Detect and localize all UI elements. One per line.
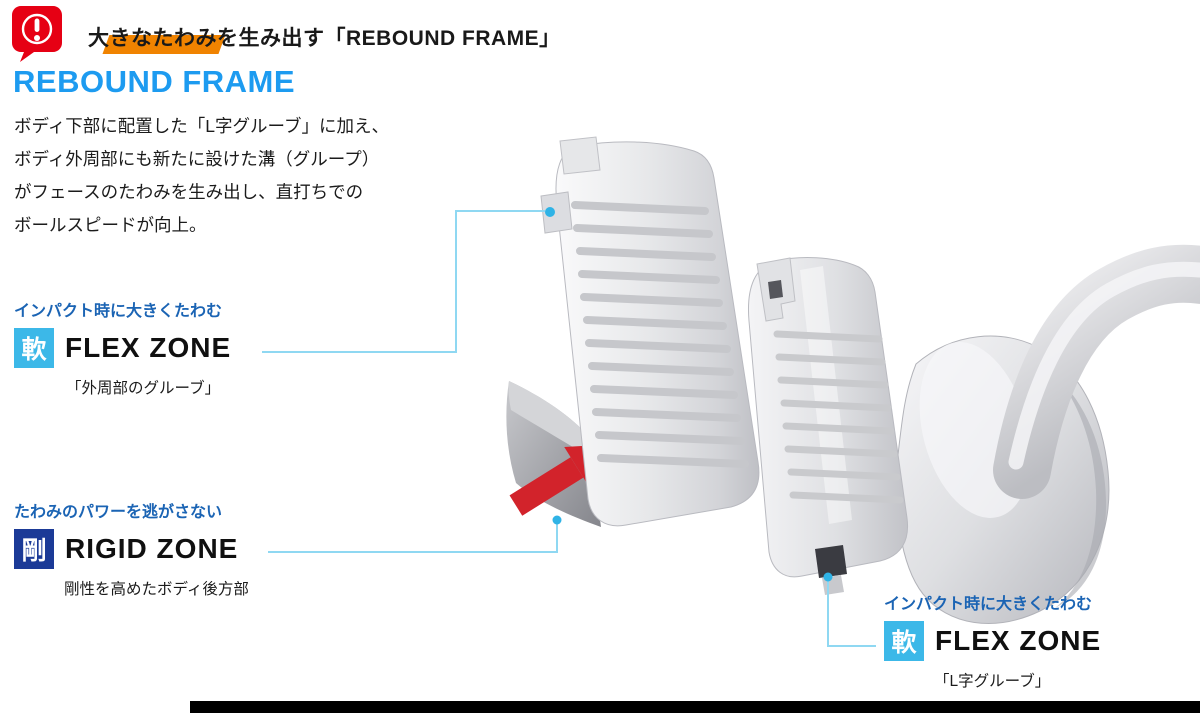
rigid-caption: 剛性を高めたボディ後方部: [64, 581, 249, 598]
outer-groove-marker: [545, 207, 555, 217]
flex-outer-row: 軟 FLEX ZONE: [14, 328, 231, 368]
connector-flex-outer: [262, 210, 545, 353]
connector-rigid: [268, 515, 562, 553]
flex-zone-badge: 軟: [884, 621, 924, 661]
page-title-pre: 大: [88, 27, 110, 50]
section-heading: REBOUND FRAME: [13, 64, 296, 99]
page-title: 大きなたわみを生み出す「REBOUND FRAME」: [88, 22, 561, 52]
flex-zone-title: FLEX ZONE: [935, 625, 1102, 656]
flex-l-row: 軟 FLEX ZONE: [884, 621, 1101, 661]
paragraph-line: ボディ下部に配置した「L字グルーブ」に加え、: [14, 116, 389, 136]
page-title-post: を生み出す「REBOUND FRAME」: [217, 27, 561, 50]
flex-zone-badge: 軟: [14, 328, 54, 368]
flex-l-lead: インパクト時に大きくたわむ: [884, 596, 1093, 613]
paragraph-line: がフェースのたわみを生み出し、直打ちでの: [14, 182, 364, 202]
connector-flex-l: [823, 572, 876, 647]
description-paragraph: ボディ下部に配置した「L字グルーブ」に加え、 ボディ外周部にも新たに設けた溝（グ…: [14, 110, 389, 242]
l-groove-slot: [815, 545, 847, 578]
paragraph-line: ボールスピードが向上。: [14, 215, 207, 235]
rigid-zone-title: RIGID ZONE: [65, 533, 239, 564]
rigid-zone-badge: 剛: [14, 529, 54, 569]
page-title-highlight: きなたわみ: [110, 22, 218, 52]
rigid-row: 剛 RIGID ZONE: [14, 529, 238, 569]
flex-outer-caption: 「外周部のグルーブ」: [66, 380, 221, 397]
outer-groove-notch: [540, 191, 573, 234]
club-body-hosel: [896, 244, 1200, 624]
club-mid-frame: [747, 257, 909, 595]
flex-zone-title: FLEX ZONE: [65, 332, 232, 363]
flex-l-caption: 「L字グルーブ」: [934, 673, 1051, 690]
alert-icon: [11, 5, 63, 68]
flex-outer-lead: インパクト時に大きくたわむ: [14, 303, 223, 320]
paragraph-line: ボディ外周部にも新たに設けた溝（グループ）: [14, 149, 380, 169]
bottom-divider-bar: [190, 701, 1200, 713]
club-face-plate: [540, 136, 760, 527]
rigid-lead: たわみのパワーを逃がさない: [14, 504, 223, 521]
